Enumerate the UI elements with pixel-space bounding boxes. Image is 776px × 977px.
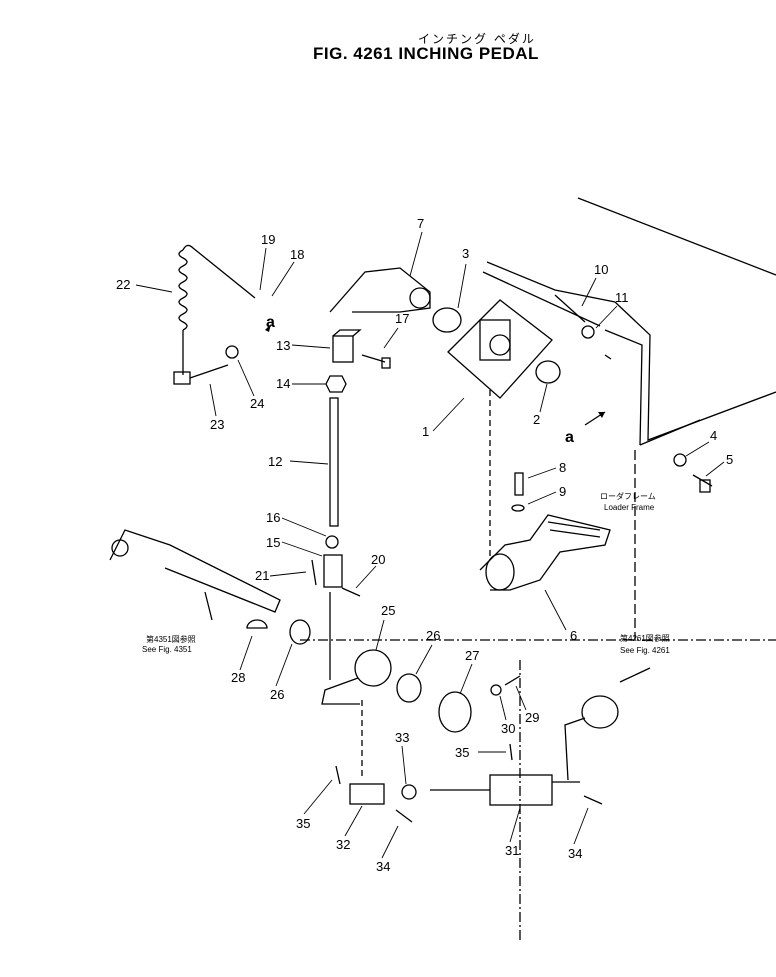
callout-19: 19: [261, 232, 275, 247]
callout-8: 8: [559, 460, 566, 475]
callout-3: 3: [462, 246, 469, 261]
see-4261-jp: 第4261図参照: [620, 633, 670, 643]
callout-23: 23: [210, 417, 224, 432]
callout-18: 18: [290, 247, 304, 262]
callout-11: 11: [615, 290, 629, 305]
callout-10: 10: [594, 262, 608, 277]
callout-35-right: 35: [455, 745, 469, 760]
callout-26-right: 26: [426, 628, 440, 643]
callout-28: 28: [231, 670, 245, 685]
see-4261-en: See Fig. 4261: [620, 646, 670, 655]
callout-12: 12: [268, 454, 282, 469]
callout-4: 4: [710, 428, 717, 443]
callout-15: 15: [266, 535, 280, 550]
callout-30: 30: [501, 721, 515, 736]
title-english: FIG. 4261 INCHING PEDAL: [313, 44, 539, 63]
callout-7: 7: [417, 216, 424, 231]
callout-16: 16: [266, 510, 280, 525]
callout-33: 33: [395, 730, 409, 745]
callout-21: 21: [255, 568, 269, 583]
loader-frame-en: Loader Frame: [604, 503, 655, 512]
callout-20: 20: [371, 552, 385, 567]
callout-24: 24: [250, 396, 264, 411]
callout-31: 31: [505, 843, 519, 858]
callout-9: 9: [559, 484, 566, 499]
callout-13: 13: [276, 338, 290, 353]
callout-27: 27: [465, 648, 479, 663]
callout-2: 2: [533, 412, 540, 427]
callout-35-left: 35: [296, 816, 310, 831]
callout-25: 25: [381, 603, 395, 618]
callout-22: 22: [116, 277, 130, 292]
callout-1: 1: [422, 424, 429, 439]
see-4351-en: See Fig. 4351: [142, 645, 192, 654]
title-japanese: インチング ペダル: [418, 32, 536, 46]
callout-34-left: 34: [376, 859, 390, 874]
callout-26-left: 26: [270, 687, 284, 702]
loader-frame-jp: ローダフレーム: [600, 491, 656, 501]
callout-5: 5: [726, 452, 733, 467]
callout-34-right: 34: [568, 846, 582, 861]
callout-14: 14: [276, 376, 290, 391]
callout-32: 32: [336, 837, 350, 852]
see-4351-jp: 第4351図参照: [146, 634, 196, 644]
callout-17: 17: [395, 311, 409, 326]
callout-29: 29: [525, 710, 539, 725]
callout-6: 6: [570, 628, 577, 643]
